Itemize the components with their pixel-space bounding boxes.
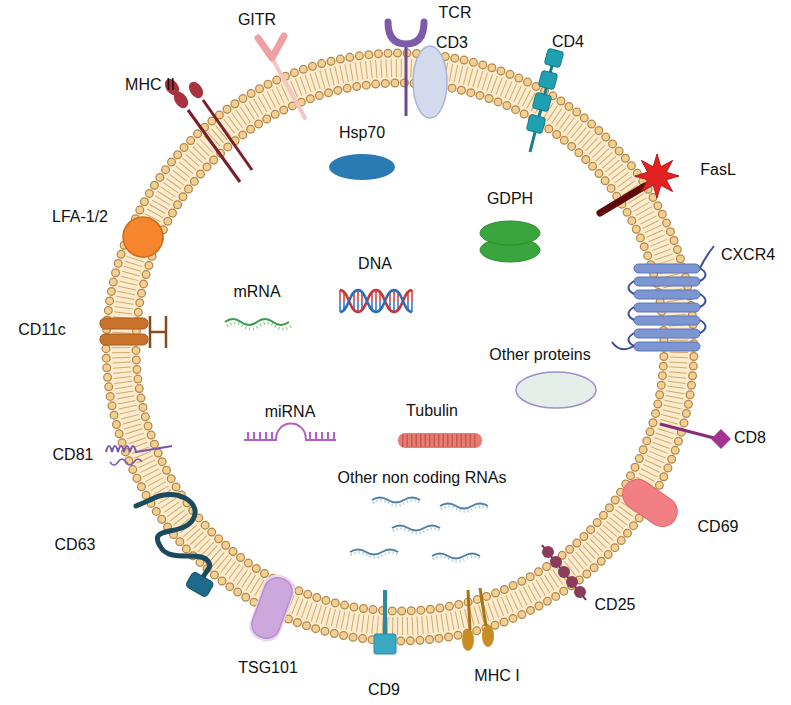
gitr-receptor <box>258 36 284 58</box>
mhc1-domain <box>482 625 494 647</box>
cd11c-domain <box>100 318 148 329</box>
cxcr4-helix <box>634 290 700 299</box>
cd25-domain <box>574 586 586 598</box>
molecule-label: TSG101 <box>238 659 298 677</box>
molecule-label: LFA-1/2 <box>52 208 108 226</box>
mhc1-stalk <box>468 590 470 630</box>
tcr-receptor <box>388 22 424 44</box>
molecule-label: CD11c <box>18 321 66 339</box>
molecule-label: CD81 <box>53 446 94 464</box>
mhc2-stalk <box>188 110 240 182</box>
molecule-label: CD3 <box>436 34 468 52</box>
molecule-label: FasL <box>700 161 736 179</box>
mrna-bases <box>227 323 291 329</box>
cd9-domain <box>374 634 396 654</box>
molecule-label: CD9 <box>368 681 400 699</box>
cd9-stalk <box>383 590 387 636</box>
molecule-label: Tubulin <box>406 402 458 420</box>
dna-strand <box>340 290 412 312</box>
cd25-domain <box>542 546 554 558</box>
cxcr4-helix <box>634 277 700 286</box>
cxcr4-loops <box>612 246 714 349</box>
cd4-domain <box>538 70 558 90</box>
fasl-ligand <box>635 154 679 198</box>
cxcr4-helix <box>634 264 700 273</box>
cd69-protein <box>617 474 683 533</box>
molecule-label: miRNA <box>265 403 316 421</box>
mhc2-stalk <box>203 100 252 170</box>
cd8-stalk <box>660 424 714 438</box>
molecule-label: mRNA <box>233 283 280 301</box>
lfa-protein <box>123 217 163 257</box>
cd4-domain <box>526 114 546 134</box>
cd25-domain <box>550 556 562 568</box>
cd8-domain <box>711 429 731 449</box>
lipid-heads-outline <box>106 53 694 641</box>
mhc1-stalk <box>480 588 486 626</box>
molecule-label: Hsp70 <box>339 124 385 142</box>
protein-blob <box>516 372 596 408</box>
cd63-domain <box>185 571 214 598</box>
tubulin-filament <box>398 433 482 448</box>
molecule-label: CD4 <box>552 33 584 51</box>
cd4-domain <box>532 92 552 112</box>
lipid-heads-outline <box>136 83 664 611</box>
mirna-hairpin <box>244 424 336 441</box>
cd11c-domain <box>100 334 148 345</box>
molecule-label: Other proteins <box>489 346 590 364</box>
tsg101-glow <box>245 571 298 646</box>
molecule-label: MHC II <box>125 76 175 94</box>
cd81-protein <box>110 459 142 465</box>
cd63-protein <box>136 494 210 582</box>
cxcr4-helix <box>634 342 700 351</box>
lipid-heads <box>136 83 664 611</box>
molecule-label: GDPH <box>487 190 533 208</box>
tubulin-stripes <box>402 434 478 447</box>
lipid-heads <box>106 53 694 641</box>
mhc2-domain <box>186 79 206 101</box>
cxcr4-helix <box>634 329 700 338</box>
cd11c-anchor <box>150 316 166 348</box>
cd4-domain <box>544 48 564 68</box>
fasl-stalk <box>600 186 645 213</box>
cd25-stalk <box>542 545 586 600</box>
lipid-tails <box>121 68 679 626</box>
molecule-label: CD8 <box>734 429 766 447</box>
ncrna-bases <box>351 501 489 562</box>
membrane-band <box>121 68 679 626</box>
ncrna-strands <box>350 498 488 559</box>
tcr-stalk <box>405 44 408 116</box>
molecule-label: TCR <box>439 4 472 22</box>
hsp70-protein <box>329 154 395 180</box>
molecule-label: MHC I <box>474 667 519 685</box>
gdph-protein <box>480 221 540 245</box>
cxcr4-helix <box>634 316 700 325</box>
cd3-protein <box>413 46 447 118</box>
dna-strand <box>340 290 412 312</box>
cd25-domain <box>566 576 578 588</box>
cd25-domain <box>558 566 570 578</box>
gitr-stalk <box>272 58 305 118</box>
molecule-label: GITR <box>238 11 276 29</box>
molecule-label: DNA <box>358 255 392 273</box>
molecule-label: Other non coding RNAs <box>338 469 507 487</box>
cd81-protein <box>106 446 172 452</box>
cxcr4-helix <box>634 303 700 312</box>
molecule-label: CXCR4 <box>721 246 775 264</box>
mhc1-domain <box>462 629 474 651</box>
molecule-label: CD63 <box>55 536 96 554</box>
tsg101-protein <box>248 574 296 642</box>
molecule-label: CD69 <box>698 518 739 536</box>
molecule-label: CD25 <box>595 596 636 614</box>
